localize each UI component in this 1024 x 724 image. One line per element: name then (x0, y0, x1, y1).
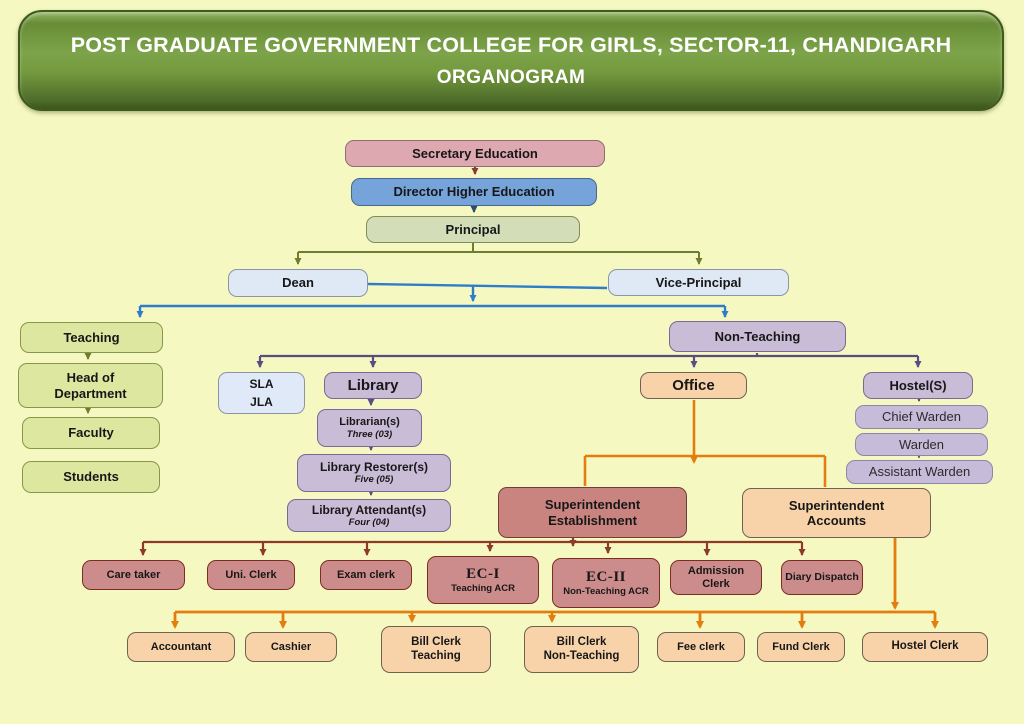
node-sublabel: Non-Teaching ACR (563, 586, 649, 598)
node-principal: Principal (366, 216, 580, 243)
node-fund-clerk: Fund Clerk (757, 632, 845, 662)
node-accountant: Accountant (127, 632, 235, 662)
node-count: Five (05) (354, 474, 394, 486)
node-head-of-department: Head of Department (18, 363, 163, 408)
node-superintendent-establishment: Superintendent Establishment (498, 487, 687, 538)
node-hostel: Hostel(S) (863, 372, 973, 399)
connector-principal-split (298, 243, 699, 253)
node-fee-clerk: Fee clerk (657, 632, 745, 662)
node-assistant-warden: Assistant Warden (846, 460, 993, 484)
node-library-restorers: Library Restorer(s) Five (05) (297, 454, 451, 492)
node-diary-dispatch: Diary Dispatch (781, 560, 863, 595)
node-label: Library Restorer(s) (319, 460, 429, 475)
page-title: POST GRADUATE GOVERNMENT COLLEGE FOR GIR… (70, 32, 952, 57)
node-office: Office (640, 372, 747, 399)
node-ec-1: EC-I Teaching ACR (427, 556, 539, 604)
node-exam-clerk: Exam clerk (320, 560, 412, 590)
node-label: Library Attendant(s) (311, 502, 427, 517)
node-label: EC-II (585, 568, 626, 585)
node-label: EC-I (466, 565, 500, 582)
node-chief-warden: Chief Warden (855, 405, 988, 429)
node-teaching: Teaching (20, 322, 163, 353)
node-secretary-education: Secretary Education (345, 140, 605, 167)
node-non-teaching: Non-Teaching (669, 321, 846, 352)
page-subtitle: ORGANOGRAM (436, 66, 586, 88)
node-director-higher-education: Director Higher Education (351, 178, 597, 206)
node-sublabel: Teaching ACR (451, 583, 515, 595)
node-ec-2: EC-II Non-Teaching ACR (552, 558, 660, 608)
node-bill-clerk-teaching: Bill Clerk Teaching (381, 626, 491, 673)
node-bill-clerk-non-teaching: Bill Clerk Non-Teaching (524, 626, 639, 673)
connector-dean-vp-link (367, 282, 608, 290)
node-hostel-clerk: Hostel Clerk (862, 632, 988, 662)
node-superintendent-accounts: Superintendent Accounts (742, 488, 931, 538)
node-warden: Warden (855, 433, 988, 456)
connector-office-split (583, 454, 827, 487)
node-library: Library (324, 372, 422, 399)
node-dean: Dean (228, 269, 368, 297)
node-librarians: Librarian(s) Three (03) (317, 409, 422, 447)
node-faculty: Faculty (22, 417, 160, 449)
node-cashier: Cashier (245, 632, 337, 662)
node-students: Students (22, 461, 160, 493)
connector-nonteaching-bus (260, 353, 918, 358)
node-sla-jla: SLA JLA (218, 372, 305, 414)
node-care-taker: Care taker (82, 560, 185, 590)
node-count: Four (04) (348, 516, 390, 528)
node-label: Librarian(s) (339, 415, 400, 428)
node-admission-clerk: Admission Clerk (670, 560, 762, 595)
node-count: Three (03) (346, 428, 393, 440)
node-library-attendants: Library Attendant(s) Four (04) (287, 499, 451, 532)
title-banner: POST GRADUATE GOVERNMENT COLLEGE FOR GIR… (18, 10, 1004, 111)
node-uni-clerk: Uni. Clerk (207, 560, 295, 590)
node-vice-principal: Vice-Principal (608, 269, 789, 296)
